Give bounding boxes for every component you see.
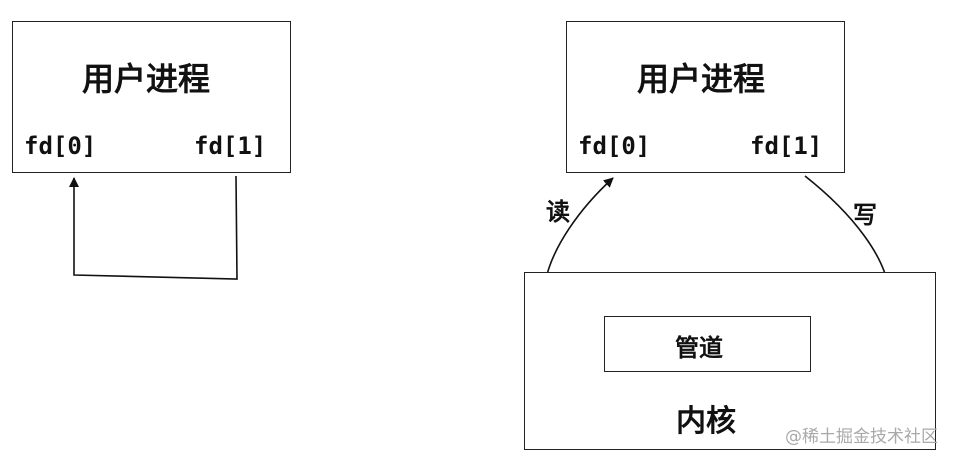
left-loop-arrow: [69, 175, 238, 280]
left-fd0-label: fd[0]: [24, 132, 97, 160]
left-process-box: [12, 21, 291, 173]
right-fd0-label: fd[0]: [578, 132, 651, 160]
pipe-box: [604, 316, 811, 372]
read-label: 读: [546, 198, 570, 226]
left-fd1-label: fd[1]: [194, 132, 267, 160]
kernel-label: 内核: [676, 404, 736, 439]
write-label: 写: [853, 201, 877, 229]
left-process-title: 用户进程: [82, 60, 211, 98]
right-process-box: [566, 21, 845, 173]
pipe-label: 管道: [675, 334, 723, 362]
right-fd1-label: fd[1]: [750, 132, 823, 160]
watermark: @稀土掘金技术社区: [785, 427, 938, 447]
right-process-title: 用户进程: [637, 60, 766, 98]
